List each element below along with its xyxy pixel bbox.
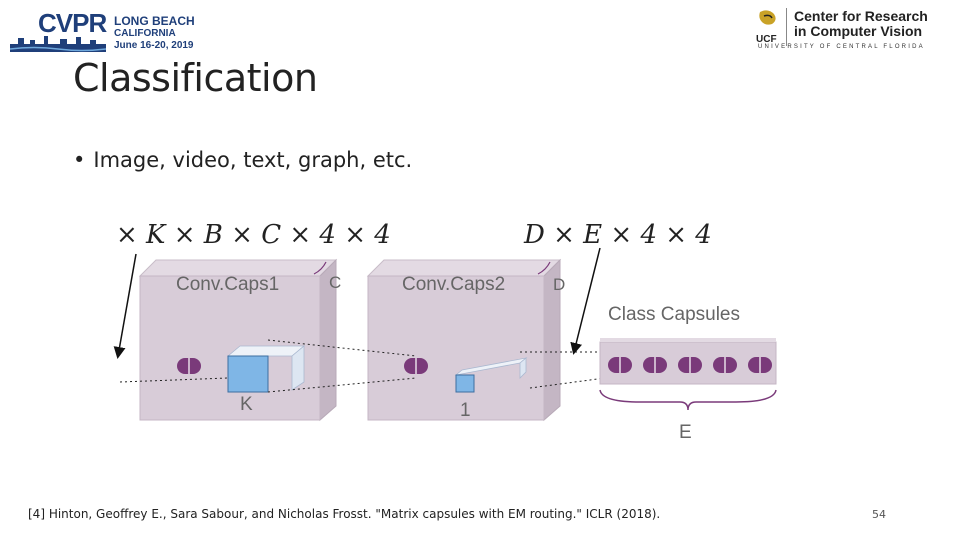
- class-count-brace: [599, 389, 777, 411]
- kernel-1-cube: [454, 357, 528, 393]
- citation-footer: [4] Hinton, Geoffrey E., Sara Sabour, an…: [28, 507, 661, 521]
- ucf-title-line2: in Computer Vision: [794, 23, 923, 39]
- cvpr-logo: CVPR LONG BEACH CALIFORNIA June 16-20, 2…: [10, 6, 200, 52]
- ucf-logo: UCF Center for Research in Computer Visi…: [752, 6, 952, 52]
- convcaps1-depth-brace: [313, 261, 327, 275]
- page-number: 54: [872, 508, 886, 521]
- ucf-title-line1: Center for Research: [794, 8, 928, 24]
- capsule-block2: [404, 358, 428, 374]
- capsule-block1: [177, 358, 201, 374]
- convcaps1-depth-label: C: [329, 273, 341, 292]
- class-capsule: [678, 357, 702, 373]
- ucf-university-name: UNIVERSITY OF CENTRAL FLORIDA: [758, 44, 925, 50]
- kernel-k-cube: [226, 345, 306, 393]
- class-capsule: [643, 357, 667, 373]
- capsule-network-diagram: × K × B × C × 4 × 4 D × E × 4 × 4 Conv.C…: [113, 220, 777, 443]
- bullet-text: Image, video, text, graph, etc.: [93, 148, 413, 172]
- formula-right: D × E × 4 × 4: [523, 220, 712, 250]
- bullet-item: • Image, video, text, graph, etc.: [73, 148, 412, 172]
- kernel-1-label: 1: [460, 400, 471, 421]
- class-capsule: [713, 357, 737, 373]
- formula-left: × K × B × C × 4 × 4: [116, 220, 391, 250]
- ucf-mark-text: UCF: [756, 34, 777, 45]
- cvpr-logo-word: CVPR: [38, 8, 107, 38]
- ucf-pegasus-icon: UCF: [756, 10, 777, 45]
- slide-title: Classification: [73, 56, 318, 100]
- cvpr-dates: June 16-20, 2019: [114, 40, 194, 51]
- class-count-label: E: [679, 422, 692, 443]
- cvpr-location-state: CALIFORNIA: [114, 28, 176, 39]
- convcaps2-depth-brace: [537, 261, 551, 275]
- arrow-right: [570, 247, 601, 355]
- class-capsules-label: Class Capsules: [608, 304, 740, 325]
- class-capsule: [748, 357, 772, 373]
- cvpr-location-city: LONG BEACH: [114, 14, 195, 28]
- convcaps2-depth-label: D: [553, 275, 565, 294]
- convcaps1-label: Conv.Caps1: [176, 274, 279, 295]
- convcaps2-label: Conv.Caps2: [402, 274, 505, 295]
- bullet-dot-icon: •: [73, 148, 86, 172]
- convcaps2-block: [366, 258, 562, 422]
- arrow-left: [113, 253, 137, 359]
- class-capsule: [608, 357, 632, 373]
- ucf-divider: [786, 8, 787, 46]
- kernel-k-label: K: [240, 394, 253, 415]
- cvpr-skyline-icon: [10, 36, 106, 52]
